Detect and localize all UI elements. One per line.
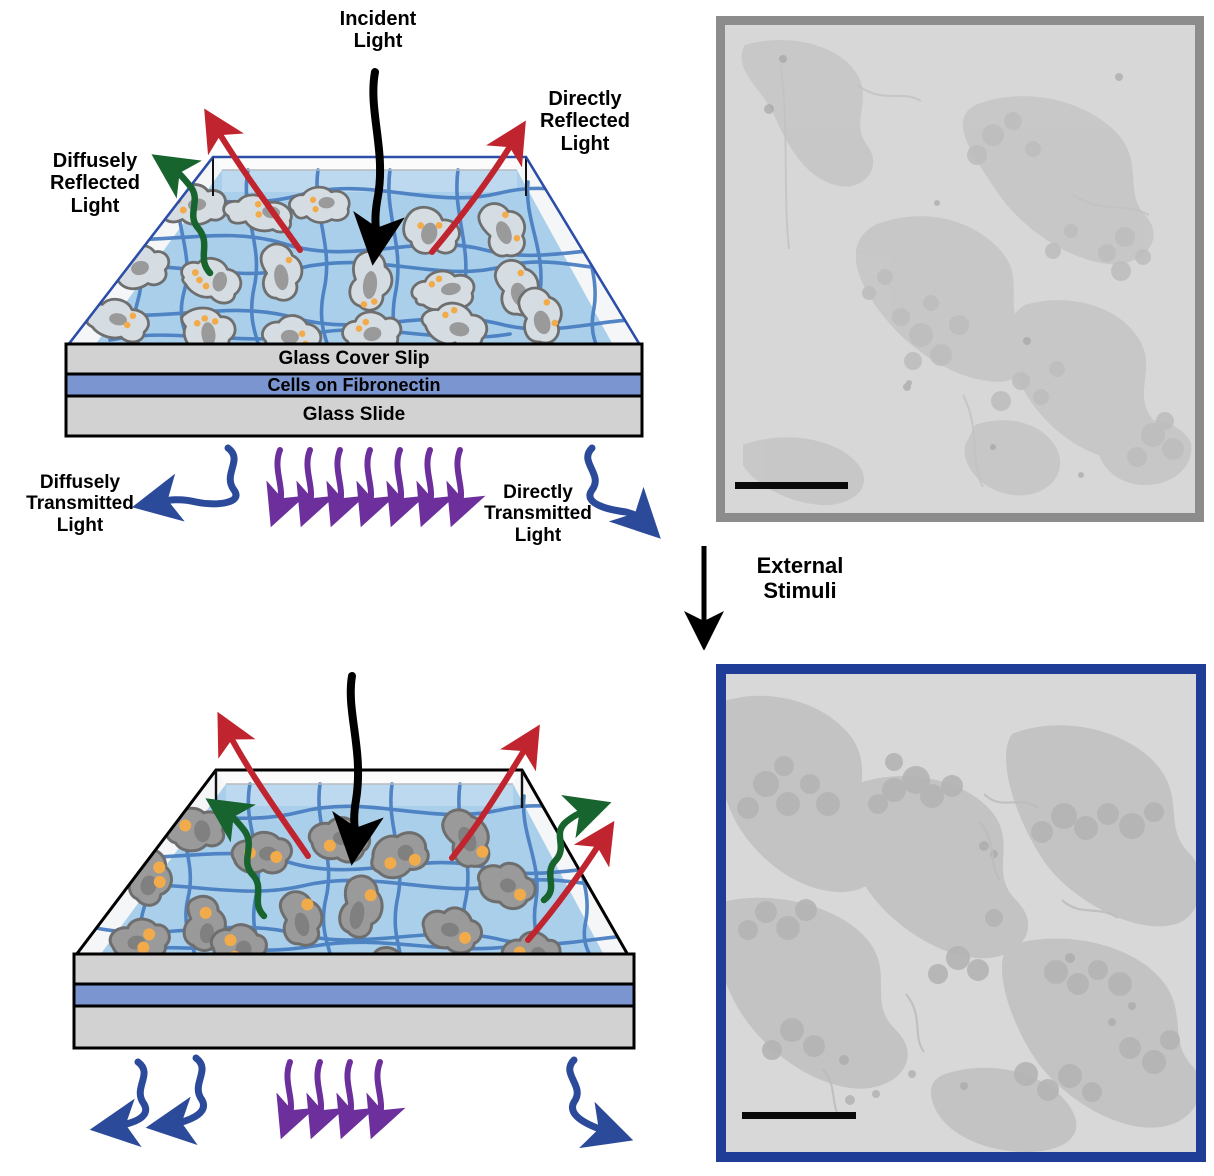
external-stimuli-arrow-icon — [684, 546, 724, 650]
layer-label-glass-slide: Glass Slide — [302, 404, 406, 425]
label-diffusely-transmitted-light: Diffusely Transmitted Light — [26, 472, 134, 536]
layer-label-cells-on-fibronectin: Cells on Fibronectin — [267, 375, 441, 395]
incident-light-arrow — [353, 68, 405, 266]
label-external-stimuli: External Stimuli — [756, 553, 844, 603]
direct-reflected-arrow-b3 — [525, 820, 615, 943]
layer-label-glass-cover-slip: Glass Cover Slip — [278, 348, 430, 369]
top-schematic-svg — [64, 68, 661, 539]
micrograph-before — [716, 16, 1204, 522]
diffuse-transmitted-arrow-b3 — [566, 1056, 634, 1149]
micrograph-before-image — [725, 25, 1195, 513]
bottom-schematic-panel — [0, 640, 690, 1176]
direct-reflected-arrow-left — [204, 108, 303, 253]
label-directly-transmitted-light: Directly Transmitted Light — [484, 482, 592, 546]
diffuse-transmitted-arrow-left — [131, 444, 240, 522]
top-schematic-panel: Incident Light Directly Reflected Light … — [0, 0, 690, 600]
diffuse-reflected-arrow-b2 — [540, 794, 612, 904]
direct-reflected-arrow-right — [429, 120, 526, 255]
label-incident-light: Incident Light — [339, 8, 417, 53]
direct-transmitted-arrows-bottom — [276, 1059, 406, 1140]
micrograph-after-image — [726, 674, 1196, 1152]
direct-reflected-arrow-b2 — [449, 724, 540, 861]
label-directly-reflected-light: Directly Reflected Light — [539, 88, 631, 155]
diffuse-reflected-arrow-b1 — [205, 798, 268, 920]
scale-bar-before — [735, 482, 848, 489]
bottom-schematic-svg — [72, 672, 636, 1149]
label-diffusely-reflected-light: Diffusely Reflected Light — [49, 150, 141, 217]
diffuse-transmitted-arrow-b2 — [145, 1054, 208, 1146]
external-stimuli-transition: External Stimuli — [676, 540, 956, 650]
direct-transmitted-arrows — [266, 447, 486, 528]
scale-bar-after — [742, 1112, 856, 1119]
diffuse-transmitted-arrow-right — [584, 444, 661, 539]
diffuse-transmitted-arrow-b1 — [89, 1058, 150, 1148]
diffuse-reflected-arrow — [151, 154, 214, 277]
incident-light-arrow-bottom — [332, 672, 384, 866]
cell-group-top — [83, 183, 563, 345]
micrograph-after — [716, 664, 1206, 1162]
direct-reflected-arrow-b1 — [217, 711, 311, 859]
